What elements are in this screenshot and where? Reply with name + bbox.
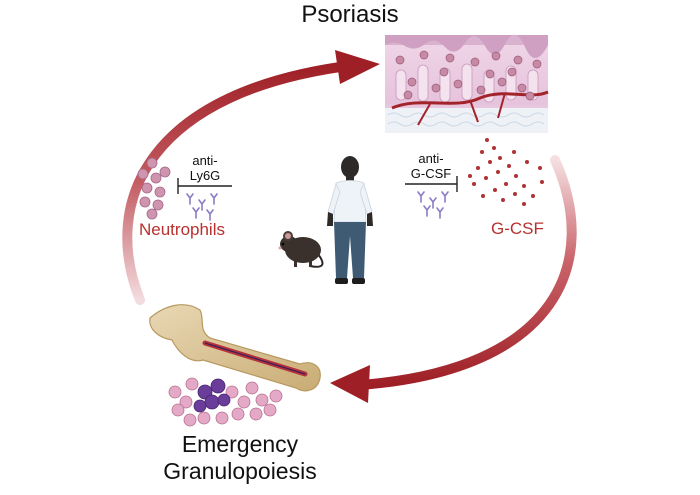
inhibition-bar-ly6g xyxy=(177,178,232,194)
antibody-icon-gcsf xyxy=(417,191,449,219)
anti-ly6g-line2: Ly6G xyxy=(189,168,221,183)
anti-gcsf-line1: anti- xyxy=(418,151,444,166)
psoriasis-label: Psoriasis xyxy=(301,1,399,28)
neutrophils-label: Neutrophils xyxy=(139,220,225,239)
emergency-line2: Granulopoiesis xyxy=(163,458,317,484)
skin-tissue-icon xyxy=(385,34,549,133)
neutrophil-cluster-icon xyxy=(137,157,171,220)
gcsf-label: G-CSF xyxy=(491,219,544,238)
arrow-to-granulopoiesis xyxy=(330,155,577,403)
anti-gcsf-label: anti- G-CSF xyxy=(404,151,458,181)
anti-ly6g-line1: anti- xyxy=(192,153,218,168)
gcsf-particles-icon xyxy=(468,138,544,206)
marrow-cells-icon xyxy=(168,377,283,427)
bone-icon xyxy=(149,304,321,392)
antibody-icon xyxy=(186,193,218,221)
emergency-line1: Emergency xyxy=(181,431,299,457)
anti-ly6g-label: anti- Ly6G xyxy=(182,153,228,183)
inhibition-bar-gcsf xyxy=(405,176,458,192)
emergency-granulopoiesis-label: Emergency Granulopoiesis xyxy=(110,431,370,485)
human-figure-icon xyxy=(327,156,373,284)
arrow-to-psoriasis xyxy=(122,50,380,305)
mouse-icon xyxy=(278,231,324,268)
anti-gcsf-line2: G-CSF xyxy=(410,166,452,181)
